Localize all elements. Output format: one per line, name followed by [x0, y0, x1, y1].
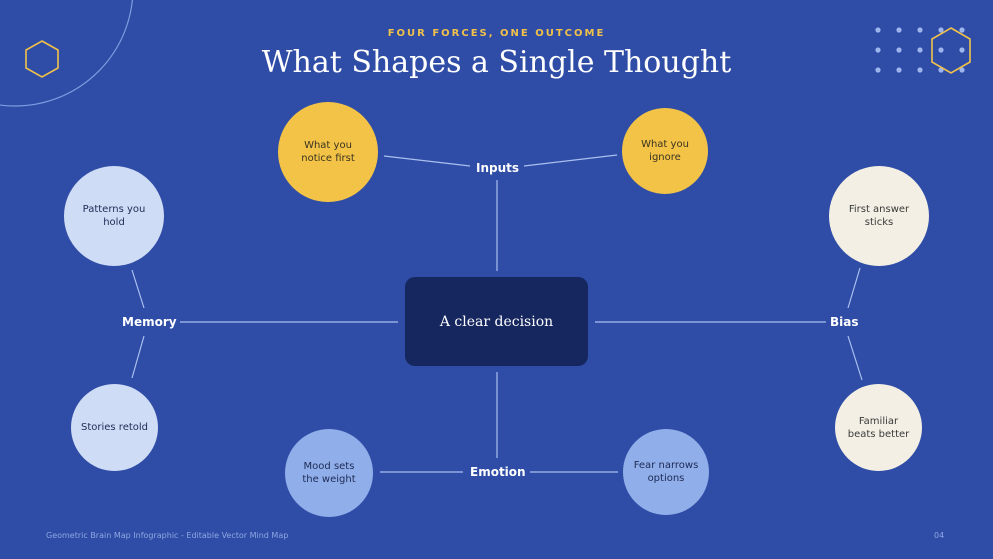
dot-grid-decoration [875, 27, 965, 73]
branch-label-bias: Bias [830, 315, 859, 329]
decorative-arc [0, 0, 133, 107]
hexagon-icon [25, 40, 59, 78]
branch-label-emotion: Emotion [470, 465, 526, 479]
footer-caption: Geometric Brain Map Infographic - Editab… [46, 531, 289, 540]
branch-label-inputs: Inputs [476, 161, 520, 175]
hexagon-outline-icon [931, 27, 971, 74]
branch-label-memory: Memory [122, 315, 177, 329]
connector-lines [131, 154, 863, 473]
center-label: A clear decision [439, 313, 554, 330]
center-decision-box: A clear decision [405, 277, 588, 366]
node-stories-retold: Stories retold [71, 384, 158, 471]
slide-title: What Shapes a Single Thought [261, 45, 732, 80]
page-number: 04 [934, 531, 945, 540]
slide-kicker: FOUR FORCES, ONE OUTCOME [387, 28, 606, 39]
